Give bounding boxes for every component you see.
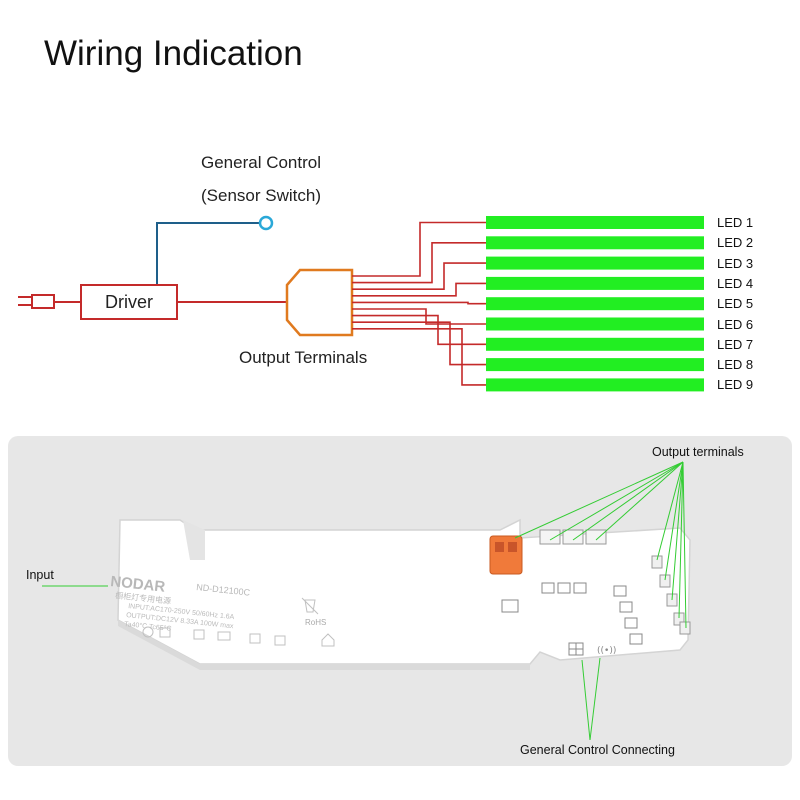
led-wire [352,221,487,277]
led-wire [352,282,487,297]
output-terminal-top [539,529,561,545]
led-strip [486,358,704,372]
input-terminal [489,535,523,575]
annotation-lines [42,461,687,741]
led-strip [486,378,704,392]
led-label: LED 3 [717,255,754,271]
input-terminal-slot [495,542,504,552]
output-terminals-label: Output Terminals [239,348,368,367]
led-strip [486,276,704,290]
general-control-annotation: General Control Connecting [520,743,675,757]
led-strip [486,216,704,229]
sensor-switch-label: (Sensor Switch) [201,186,321,205]
led-label: LED 1 [717,215,754,230]
driver-label: Driver [105,291,153,312]
output-terminal-top [585,529,607,545]
led-wire [352,308,487,325]
led-strip [486,317,704,331]
output-terminal-top [562,529,584,545]
led-label: LED 9 [717,377,754,393]
led-label: LED 8 [717,357,754,373]
terminal-block [285,268,354,337]
led-wires [352,221,487,386]
led-label: LED 5 [717,296,754,312]
driver-box: Driver [80,284,178,320]
output-terminal-side [659,574,671,588]
led-wire [352,321,487,366]
input-annotation: Input [26,568,54,582]
led-label: LED 2 [717,235,754,251]
input-terminal-slot [508,542,517,552]
control-wire [156,215,274,284]
certification-icons [142,597,335,647]
led-strip [486,236,704,250]
terminal-markings [501,582,643,656]
plug-icon [18,294,80,309]
output-terminal-side [679,621,691,635]
brand-logo: NODAR [110,573,167,596]
led-label: LED 4 [717,275,754,291]
led-wire [352,262,487,291]
led-strip [486,297,704,311]
led-wire [352,242,487,284]
output-terminal-side [651,555,663,569]
led-wire [352,301,487,305]
sensor-icon: ((•)) [597,646,616,656]
rohs-mark: RoHS [305,618,326,627]
led-label: LED 7 [717,336,754,352]
led-wire [352,327,487,386]
page-title: Wiring Indication [44,34,303,73]
led-label: LED 6 [717,316,754,332]
general-control-label: General Control [201,153,322,172]
output-terminals-annotation: Output terminals [652,445,744,459]
led-strip [486,256,704,270]
led-strips [486,216,704,392]
device-notch [183,520,205,560]
device-edge [118,620,530,670]
led-strip [486,337,704,351]
